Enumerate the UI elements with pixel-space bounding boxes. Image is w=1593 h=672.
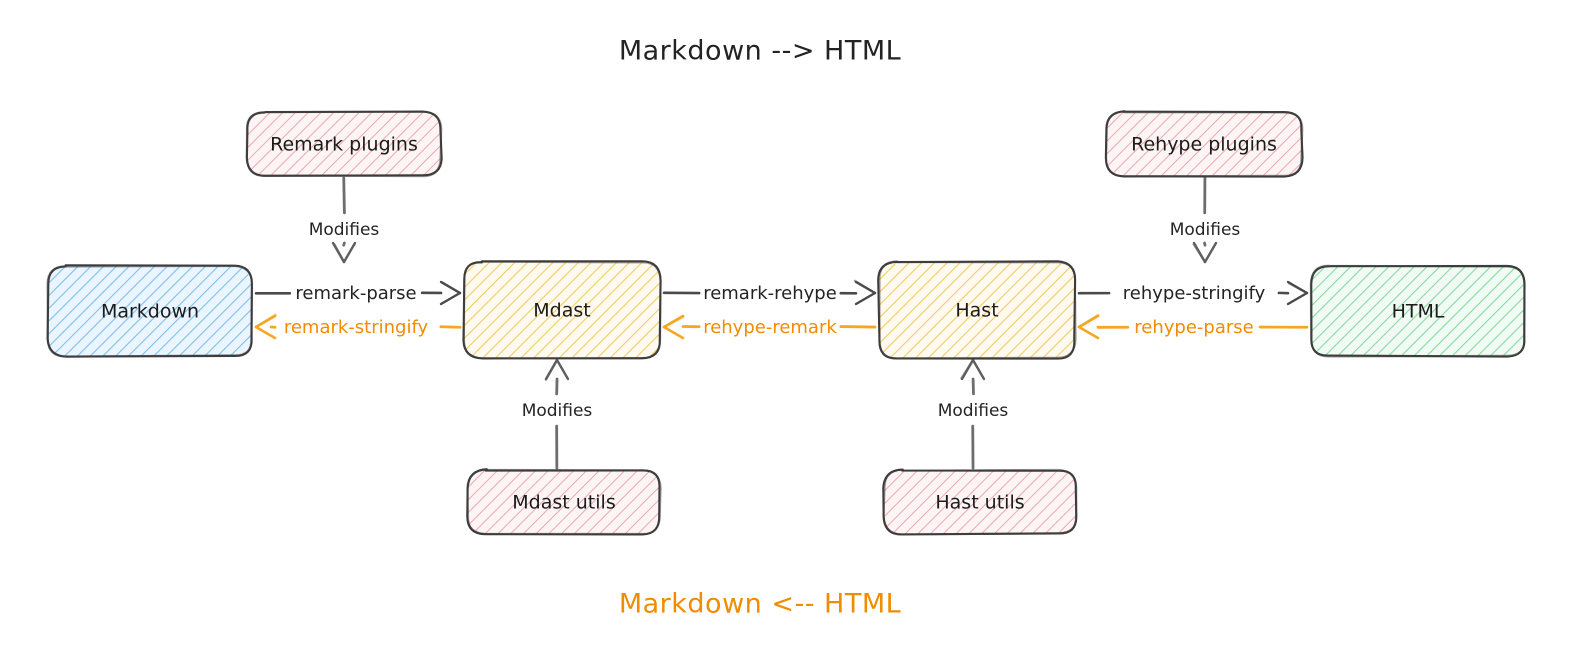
node-markdown[interactable]: Markdown xyxy=(46,264,254,358)
node-label-mdast: Mdast xyxy=(533,300,590,322)
node-layer: Markdown Mdast Hast HTML Remark plugins Rehyp… xyxy=(46,110,1526,536)
diagram-title-top: Markdown --> HTML xyxy=(619,36,901,67)
edge-label-remark-plugins-modifies: Modifies xyxy=(309,220,380,240)
edge-remark-stringify: remark-stringify xyxy=(254,313,462,340)
node-label-hast: Hast xyxy=(955,300,998,322)
edge-label-rehype-parse: rehype-parse xyxy=(1134,317,1253,338)
edge-layer: remark-parse remark-stringify remark-rehyp… xyxy=(254,176,1309,470)
node-mdast[interactable]: Mdast xyxy=(462,260,662,360)
node-label-markdown: Markdown xyxy=(101,301,199,323)
edge-remark-parse: remark-parse xyxy=(254,280,462,306)
node-label-rehype-plugins: Rehype plugins xyxy=(1131,134,1277,156)
node-hast-utils[interactable]: Hast utils xyxy=(882,468,1078,536)
node-label-hast-utils: Hast utils xyxy=(935,492,1024,514)
node-label-mdast-utils: Mdast utils xyxy=(512,492,615,514)
edge-label-rehype-remark: rehype-remark xyxy=(703,317,837,338)
node-label-remark-plugins: Remark plugins xyxy=(270,134,418,156)
edge-rehype-parse: rehype-parse xyxy=(1077,313,1309,340)
edge-label-rehype-plugins-modifies: Modifies xyxy=(1170,220,1241,240)
edge-label-remark-rehype: remark-rehype xyxy=(703,283,837,304)
edge-label-remark-parse: remark-parse xyxy=(295,283,416,304)
node-label-html: HTML xyxy=(1392,301,1445,323)
edge-hast-utils-modifies: Modifies xyxy=(938,358,1009,470)
node-mdast-utils[interactable]: Mdast utils xyxy=(466,468,662,536)
edge-mdast-utils-modifies: Modifies xyxy=(522,358,593,470)
edge-label-mdast-utils-modifies: Modifies xyxy=(522,401,593,421)
edge-rehype-plugins-modifies: Modifies xyxy=(1170,176,1241,264)
node-remark-plugins[interactable]: Remark plugins xyxy=(245,110,443,178)
edge-rehype-remark: rehype-remark xyxy=(662,314,877,340)
edge-remark-rehype: remark-rehype xyxy=(662,279,877,306)
node-html[interactable]: HTML xyxy=(1309,264,1526,358)
edge-rehype-stringify: rehype-stringify xyxy=(1077,280,1309,306)
edge-label-remark-stringify: remark-stringify xyxy=(284,317,429,338)
diagram-title-bottom: Markdown <-- HTML xyxy=(619,589,901,620)
edge-label-hast-utils-modifies: Modifies xyxy=(938,401,1009,421)
edge-label-rehype-stringify: rehype-stringify xyxy=(1123,283,1266,304)
node-hast[interactable]: Hast xyxy=(877,260,1077,360)
node-rehype-plugins[interactable]: Rehype plugins xyxy=(1104,110,1304,178)
edge-remark-plugins-modifies: Modifies xyxy=(309,176,380,264)
